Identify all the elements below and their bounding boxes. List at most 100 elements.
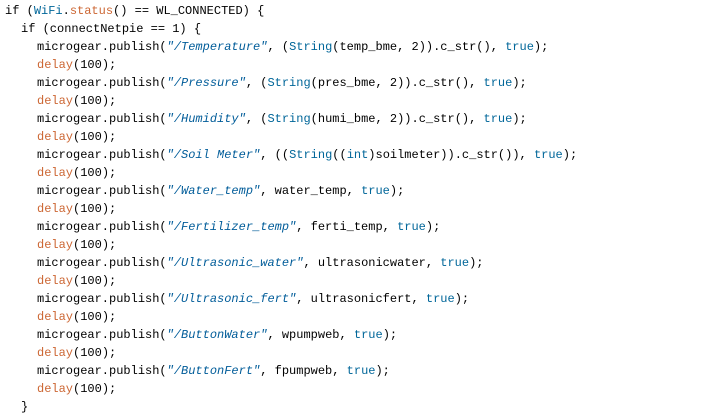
code-line: delay(100); — [37, 380, 116, 398]
code-token-literal: true — [533, 148, 563, 162]
code-token-literal: true — [440, 256, 470, 270]
code-token-type: WiFi — [33, 4, 63, 18]
code-token-plain: , fpumpweb, — [260, 364, 347, 378]
code-token-literal: true — [346, 364, 376, 378]
code-line: delay(100); — [37, 236, 116, 254]
code-token-plain: , (( — [260, 148, 290, 162]
code-token-plain: (pres_bme, 2)).c_str(), — [310, 76, 484, 90]
code-token-plain: (100); — [73, 346, 117, 360]
code-token-string: "/Water_temp" — [166, 184, 261, 198]
code-token-plain: (temp_bme, 2)).c_str(), — [332, 40, 506, 54]
code-token-plain: , ( — [245, 112, 268, 126]
code-token-plain: , ( — [267, 40, 290, 54]
code-token-plain: (100); — [73, 58, 117, 72]
code-token-plain: ); — [512, 76, 527, 90]
code-line: delay(100); — [37, 164, 116, 182]
code-token-string: "/Ultrasonic_water" — [166, 256, 304, 270]
code-line: microgear.publish("/Fertilizer_temp", fe… — [37, 218, 440, 236]
code-token-plain: microgear.publish( — [37, 292, 167, 306]
code-token-plain: )soilmeter)).c_str()), — [368, 148, 534, 162]
code-line: delay(100); — [37, 200, 116, 218]
code-token-literal: true — [397, 220, 426, 234]
code-token-plain: ); — [389, 184, 405, 198]
code-line: if (WiFi.status() == WL_CONNECTED) { — [5, 2, 264, 20]
code-token-string: "/Pressure" — [166, 76, 246, 90]
code-token-literal: true — [483, 76, 513, 90]
code-line: delay(100); — [37, 128, 116, 146]
code-token-plain: microgear.publish( — [37, 76, 167, 90]
code-token-keyword: delay — [37, 166, 74, 180]
code-token-string: "/Temperature" — [166, 40, 268, 54]
code-token-type: String — [267, 112, 311, 126]
code-line: delay(100); — [37, 272, 116, 290]
code-token-plain: (100); — [73, 166, 117, 180]
code-token-literal: true — [505, 40, 534, 54]
code-token-plain: if (connectNetpie == 1) { — [21, 22, 202, 36]
code-token-plain: (100); — [73, 274, 117, 288]
code-token-plain: , wpumpweb, — [267, 328, 354, 342]
code-token-keyword: delay — [37, 238, 74, 252]
code-token-string: "/Soil Meter" — [166, 148, 261, 162]
code-token-plain: (100); — [73, 310, 117, 324]
code-token-type: String — [289, 148, 333, 162]
code-line: delay(100); — [37, 344, 116, 362]
code-token-plain: , ultrasonicfert, — [296, 292, 426, 306]
code-token-plain: (100); — [73, 130, 117, 144]
code-token-plain: if ( — [5, 4, 34, 18]
code-token-plain: microgear.publish( — [37, 364, 167, 378]
code-token-plain: } — [21, 400, 29, 414]
code-line: delay(100); — [37, 92, 116, 110]
code-token-plain: , water_temp, — [260, 184, 362, 198]
code-token-plain: ); — [469, 256, 484, 270]
code-token-plain: (humi_bme, 2)).c_str(), — [310, 112, 484, 126]
code-token-plain: ); — [533, 40, 549, 54]
code-token-plain: (100); — [73, 94, 117, 108]
code-token-string: "/Ultrasonic_fert" — [166, 292, 297, 306]
code-token-string: "/ButtonFert" — [166, 364, 261, 378]
code-line: delay(100); — [37, 56, 116, 74]
code-token-plain: , ( — [245, 76, 268, 90]
code-token-plain: microgear.publish( — [37, 256, 167, 270]
code-line: microgear.publish("/Ultrasonic_fert", ul… — [37, 290, 469, 308]
code-token-keyword: delay — [37, 58, 74, 72]
code-token-plain: (100); — [73, 202, 117, 216]
code-token-type: String — [267, 76, 311, 90]
code-token-literal: true — [353, 328, 383, 342]
code-token-plain: ); — [562, 148, 578, 162]
code-token-keyword: delay — [37, 346, 74, 360]
code-line: microgear.publish("/Soil Meter", ((Strin… — [37, 146, 577, 164]
code-token-plain: () == WL_CONNECTED) { — [113, 4, 265, 18]
code-token-plain: microgear.publish( — [37, 148, 167, 162]
code-line: microgear.publish("/Pressure", (String(p… — [37, 74, 527, 92]
code-token-keyword: delay — [37, 202, 74, 216]
code-token-plain: (100); — [73, 382, 117, 396]
code-line: delay(100); — [37, 308, 116, 326]
code-line: } — [21, 398, 28, 416]
code-token-plain: ); — [425, 220, 441, 234]
code-line: microgear.publish("/Temperature", (Strin… — [37, 38, 548, 56]
code-line: microgear.publish("/ButtonFert", fpumpwe… — [37, 362, 390, 380]
code-token-plain: ); — [512, 112, 527, 126]
code-token-plain: microgear.publish( — [37, 40, 167, 54]
code-token-plain: (100); — [73, 238, 117, 252]
code-line: microgear.publish("/ButtonWater", wpumpw… — [37, 326, 397, 344]
code-token-keyword: delay — [37, 130, 74, 144]
code-token-plain: ); — [382, 328, 398, 342]
code-line: microgear.publish("/Ultrasonic_water", u… — [37, 254, 484, 272]
code-token-string: "/Humidity" — [166, 112, 246, 126]
code-token-type: String — [289, 40, 333, 54]
code-line: microgear.publish("/Water_temp", water_t… — [37, 182, 404, 200]
code-token-plain: microgear.publish( — [37, 112, 167, 126]
code-token-plain: microgear.publish( — [37, 220, 167, 234]
code-token-keyword: delay — [37, 310, 74, 324]
code-token-literal: true — [425, 292, 455, 306]
code-token-plain: microgear.publish( — [37, 184, 167, 198]
code-token-plain: ); — [375, 364, 390, 378]
code-token-plain: , ferti_temp, — [296, 220, 398, 234]
code-token-keyword: delay — [37, 94, 74, 108]
code-token-literal: true — [483, 112, 513, 126]
code-token-literal: true — [361, 184, 390, 198]
code-token-type: int — [346, 148, 369, 162]
code-token-keyword: delay — [37, 382, 74, 396]
